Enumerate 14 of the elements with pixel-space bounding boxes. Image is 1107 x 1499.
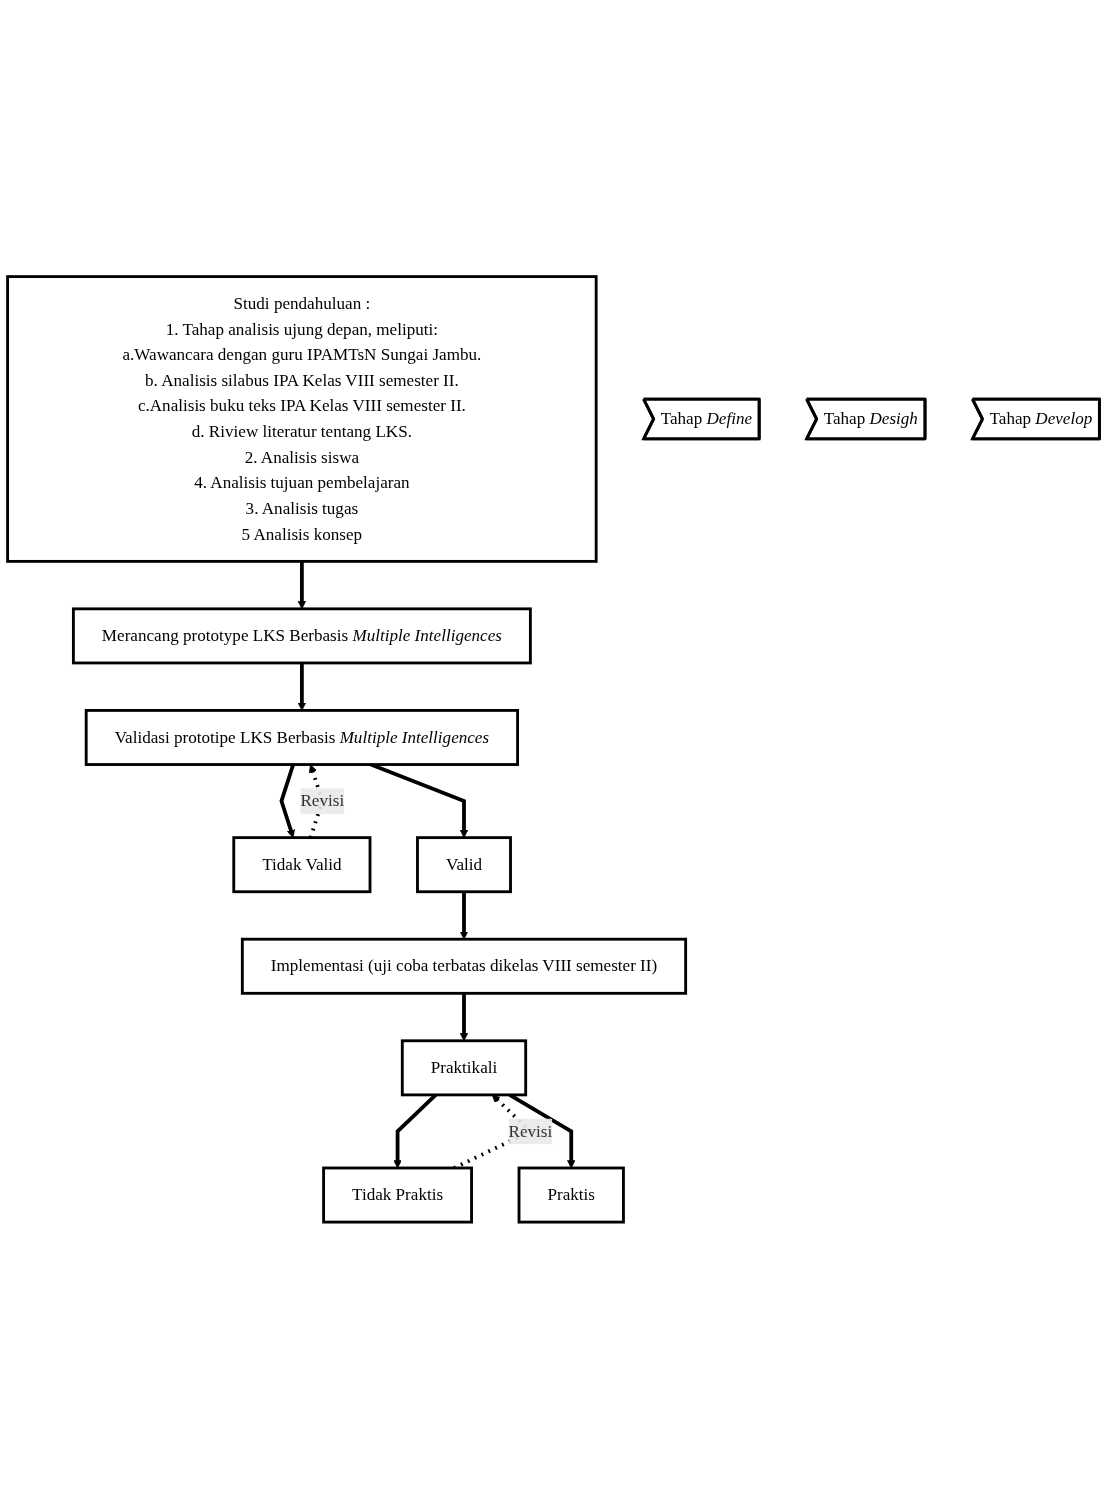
edge-label: Revisi <box>300 791 345 811</box>
node-box: Validasi prototipe LKS Berbasis Multiple Intelligences <box>84 709 519 767</box>
node-box: Studi pendahuluan : 1. Tahap analisis ujung depan, meliputi: a.Wawancara dengan guru IPAMTsN Sungai Jambu. b. Analisis silabus IPA Kelas VIII semester II. c.Analisis buku teks IPA Kelas VIII semester II. d. Riview literatur tentang LKS. 2. Analisis siswa 4. Analisis tujuan pembelajaran 3. Analisis tugas 5 Analisis konsep <box>6 275 598 563</box>
node-box: Tidak Valid <box>232 836 372 894</box>
node-box: Praktis <box>517 1166 625 1224</box>
node-box: Merancang prototype LKS Berbasis Multiple Intelligences <box>71 607 532 665</box>
node-box: Valid <box>416 836 512 894</box>
arrow <box>459 891 469 940</box>
arrow <box>297 561 307 610</box>
edge-label: Revisi <box>508 1121 553 1141</box>
node-box: Praktikali <box>400 1039 528 1097</box>
arrow <box>297 663 307 711</box>
node-box: Implementasi (uji coba terbatas dikelas VIII semester II) <box>240 937 688 995</box>
node-box: Tidak Praktis <box>322 1166 473 1224</box>
